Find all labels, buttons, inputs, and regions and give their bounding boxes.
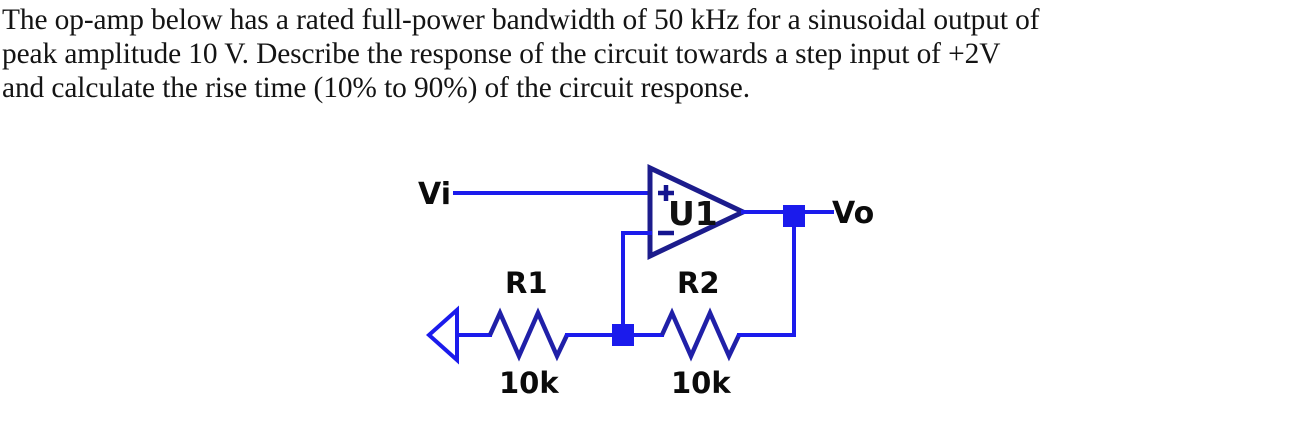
label-r1-name: R1 bbox=[505, 266, 548, 300]
wire-inverting-input-to-node bbox=[621, 231, 652, 337]
label-vo: Vo bbox=[832, 196, 874, 231]
opamp-label-u1: U1 bbox=[668, 194, 718, 233]
circuit-diagram: U1 bbox=[400, 148, 900, 413]
ground-source-triangle bbox=[425, 305, 459, 365]
opamp-plus-pin-marker bbox=[658, 185, 674, 201]
question-line-3: and calculate the rise time (10% to 90%)… bbox=[2, 71, 750, 104]
resistor-r2 bbox=[631, 307, 796, 362]
r1-zigzag bbox=[487, 307, 570, 362]
node-vo bbox=[783, 205, 805, 227]
r2-zigzag bbox=[659, 307, 742, 362]
question-text: The op-amp below has a rated full-power … bbox=[2, 0, 1315, 105]
label-vi: Vi bbox=[418, 177, 451, 212]
resistor-r1 bbox=[455, 307, 625, 362]
label-r2-name: R2 bbox=[677, 266, 720, 300]
label-r1-value: 10k bbox=[499, 366, 559, 400]
question-line-1: The op-amp below has a rated full-power … bbox=[2, 3, 1040, 36]
label-r2-value: 10k bbox=[671, 366, 731, 400]
question-line-2: peak amplitude 10 V. Describe the respon… bbox=[2, 37, 1001, 70]
node-inverting-junction bbox=[612, 324, 634, 346]
wire-vo-to-r2-feedback bbox=[750, 225, 796, 337]
